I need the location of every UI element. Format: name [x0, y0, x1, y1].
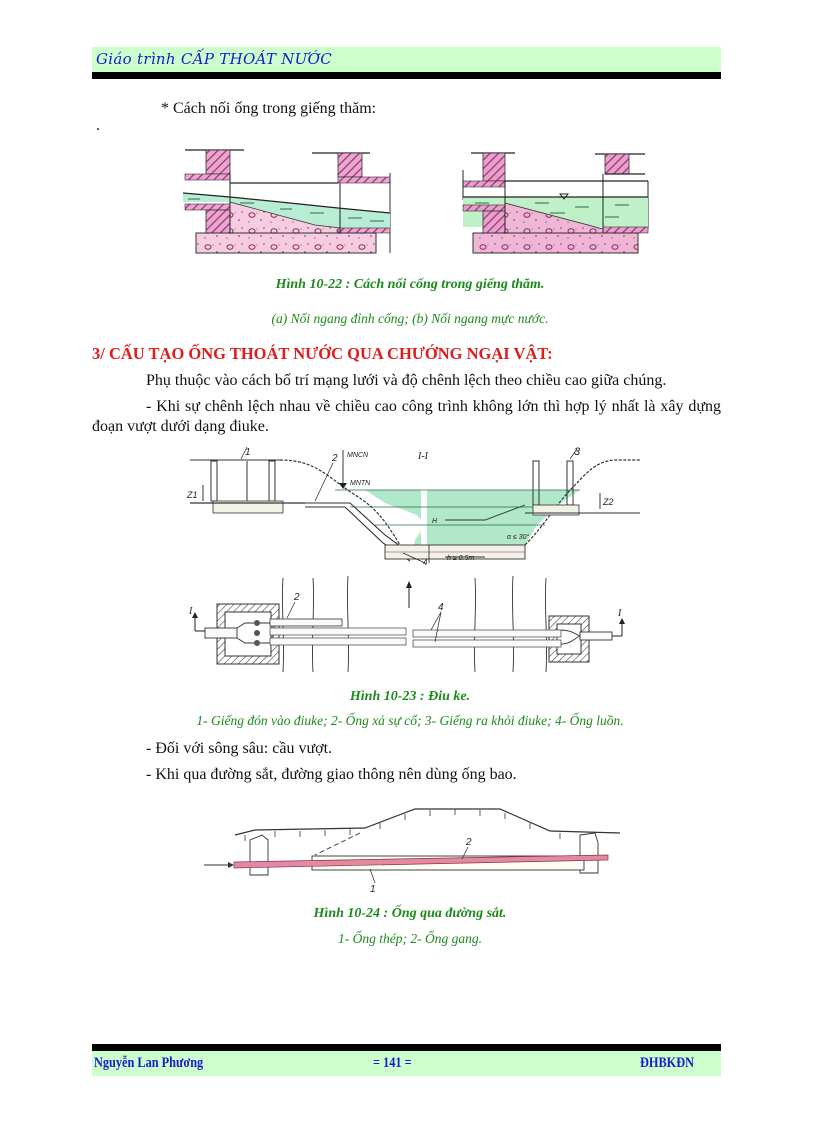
plan-label-2: 2 — [293, 592, 300, 603]
figure-10-22-subcaption: (a) Nối ngang đỉnh cống; (b) Nối ngang m… — [271, 311, 549, 326]
label-section: I-I — [417, 451, 429, 462]
figure-10-22a — [182, 149, 391, 254]
label-2: 2 — [331, 453, 338, 464]
stray-dot: . — [96, 117, 100, 134]
footer-institution: ĐHBKĐN — [640, 1055, 694, 1071]
label-3: 3 — [574, 446, 581, 458]
figure-10-23-section: 1 2 3 4 MNCN MNTN I-I Z1 Z2 h ≥ 0.5m α ≤… — [186, 446, 640, 565]
figure-10-24-subcaption: 1- Ống thép; 2- Ống gang. — [338, 931, 482, 946]
footer-page-number: = 141 = — [373, 1055, 412, 1071]
label-z2: Z2 — [602, 497, 614, 507]
label-angle: α ≤ 30° — [507, 533, 530, 541]
section-heading: 3/ CẤU TẠO ỐNG THOÁT NƯỚC QUA CHƯỚNG NGẠ… — [92, 344, 553, 363]
figure-10-23-caption: Hình 10-23 : Điu ke. — [349, 689, 471, 704]
figure-10-22-caption: Hình 10-22 : Cách nối cống trong giếng t… — [275, 277, 545, 292]
header-band — [92, 47, 721, 72]
label-mntn: MNTN — [350, 480, 371, 487]
plan-label-i-right: I — [617, 608, 622, 619]
header-title: Giáo trình CẤP THOÁT NƯỚC — [96, 50, 332, 68]
footer-author: Nguyễn Lan Phương — [94, 1055, 204, 1071]
footer-rule — [92, 1044, 721, 1051]
figure-10-24: 2 1 — [204, 808, 620, 895]
bullet-deep-river: - Đối với sông sâu: cầu vượt. — [146, 740, 333, 757]
header-rule — [92, 72, 721, 79]
intro-bullet: * Cách nối ống trong giếng thăm: — [161, 100, 377, 117]
label-4: 4 — [423, 558, 428, 565]
label-mncn: MNCN — [347, 452, 369, 459]
bullet-railway: - Khi qua đường sắt, đường giao thông nê… — [146, 766, 517, 783]
paragraph-2: - Khi sự chênh lệch nhau về chiều cao cô… — [92, 398, 721, 435]
label-1: 1 — [245, 447, 251, 458]
figure-10-23-plan: I I 2 4 — [188, 575, 625, 673]
paragraph-1: Phụ thuộc vào cách bố trí mạng lưới và đ… — [146, 372, 667, 389]
label-H: H — [432, 518, 438, 525]
fig24-label-2: 2 — [465, 837, 472, 848]
figure-10-24-caption: Hình 10-24 : Ống qua đường sắt. — [313, 906, 507, 921]
label-h: h ≥ 0.5m — [447, 555, 474, 562]
fig24-label-1: 1 — [370, 884, 376, 895]
plan-label-4: 4 — [438, 602, 444, 613]
footer-band — [92, 1051, 721, 1076]
plan-label-i-left: I — [188, 606, 193, 617]
figure-10-22b — [462, 152, 649, 254]
label-z1: Z1 — [186, 490, 198, 500]
figure-10-23-subcaption: 1- Giếng đón vào điuke; 2- Ống xả sự cố;… — [196, 713, 624, 728]
